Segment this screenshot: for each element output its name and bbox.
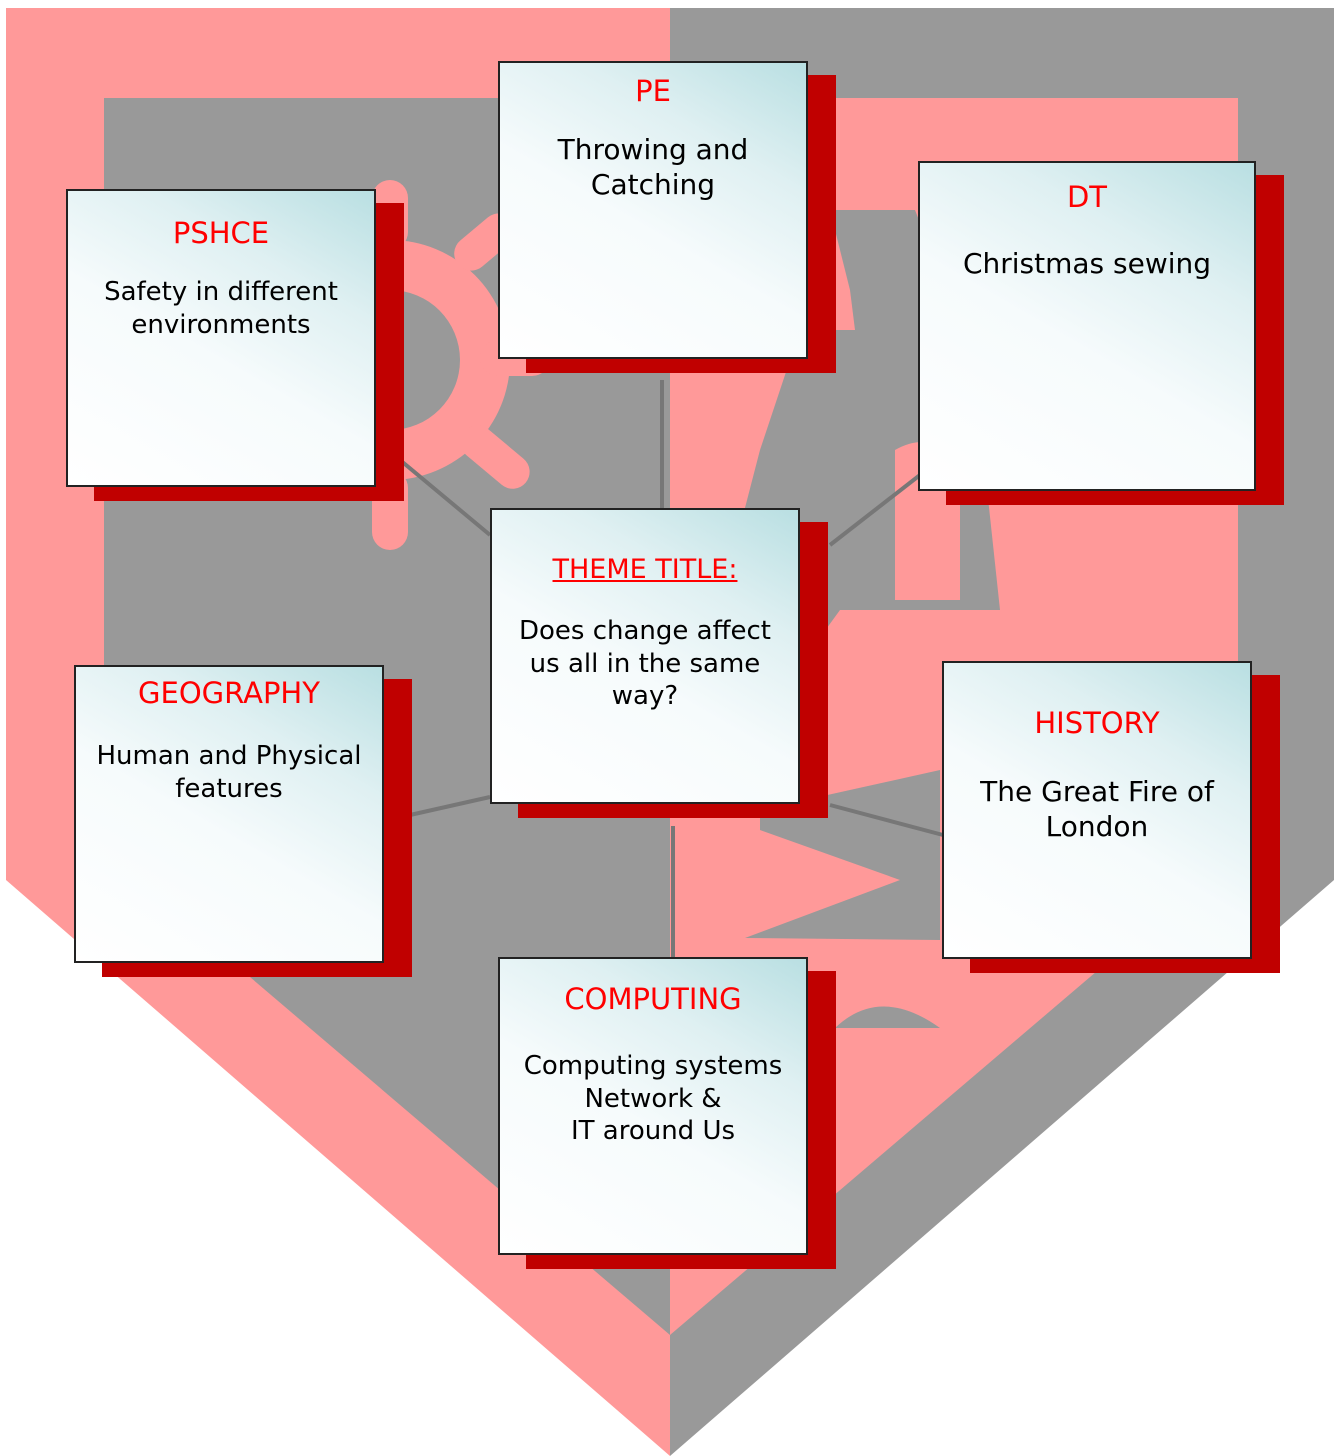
card-geography: GEOGRAPHY Human and Physical features bbox=[74, 665, 384, 963]
card-history-title: HISTORY bbox=[1034, 706, 1160, 740]
connectors bbox=[398, 380, 944, 958]
theme-question: Does change affect us all in the same wa… bbox=[518, 616, 771, 712]
card-dt-text: Christmas sewing bbox=[962, 247, 1212, 281]
card-theme: THEME TITLE: Does change affect us all i… bbox=[490, 508, 800, 804]
card-computing-title: COMPUTING bbox=[564, 982, 742, 1016]
card-history: HISTORY The Great Fire of London bbox=[942, 661, 1252, 959]
card-pshce: PSHCE Safety in different environments bbox=[66, 189, 376, 487]
connector-geography bbox=[409, 795, 491, 817]
card-pshce-title: PSHCE bbox=[172, 216, 270, 250]
card-pe-title: PE bbox=[635, 74, 671, 108]
book-emblem-tab bbox=[835, 1006, 940, 1028]
card-pshce-text: Safety in different environments bbox=[104, 277, 338, 340]
card-dt-title: DT bbox=[1066, 180, 1108, 214]
connector-history bbox=[829, 803, 944, 837]
card-computing: COMPUTING Computing systems Network & IT… bbox=[498, 957, 808, 1255]
card-dt: DT Christmas sewing bbox=[918, 161, 1256, 491]
connector-pshce bbox=[398, 458, 492, 537]
card-geography-text: Human and Physical features bbox=[96, 741, 362, 804]
card-pe-text: Throwing and Catching bbox=[557, 133, 749, 202]
connector-dt bbox=[828, 473, 922, 547]
card-geography-title: GEOGRAPHY bbox=[138, 676, 320, 710]
card-computing-text: Computing systems Network & IT around Us bbox=[523, 1051, 783, 1147]
card-pe: PE Throwing and Catching bbox=[498, 61, 808, 359]
card-history-text: The Great Fire of London bbox=[980, 775, 1214, 844]
book-emblem bbox=[745, 770, 940, 940]
theme-title: THEME TITLE: bbox=[552, 554, 738, 585]
